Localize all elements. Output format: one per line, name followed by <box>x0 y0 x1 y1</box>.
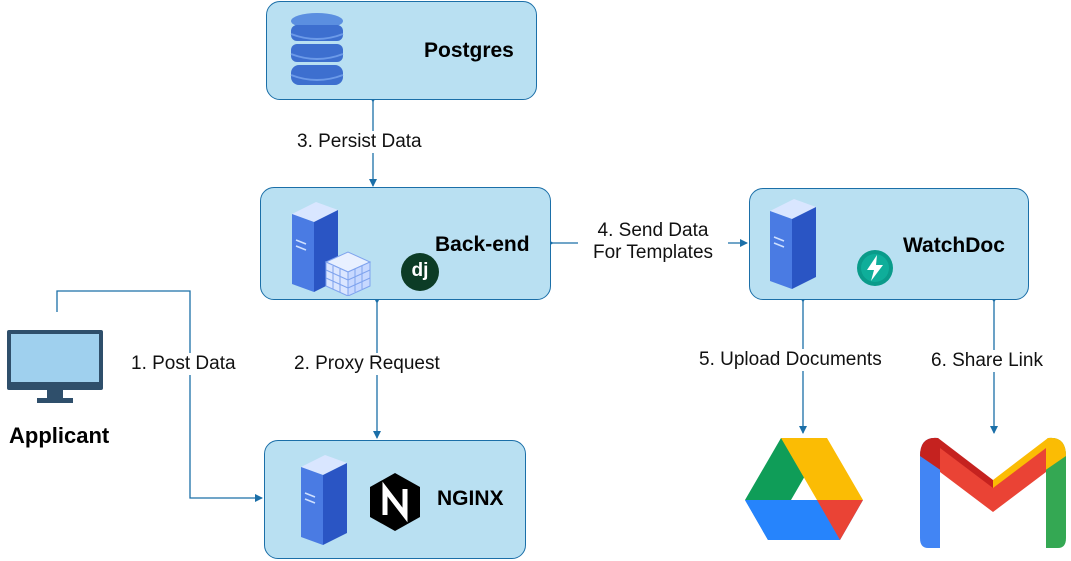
backend-node: dj Back-end <box>260 187 551 300</box>
fastapi-icon <box>857 250 893 286</box>
label-send-data-line2: For Templates <box>592 242 714 263</box>
postgres-title: Postgres <box>424 39 514 62</box>
django-icon: dj <box>401 253 439 291</box>
label-share-link: 6. Share Link <box>931 350 1043 372</box>
django-badge-text: dj <box>411 260 429 281</box>
nginx-icon <box>370 473 420 531</box>
monitor-icon <box>7 330 103 403</box>
postgres-node: Postgres <box>266 1 537 100</box>
backend-title: Back-end <box>435 233 530 256</box>
applicant-label: Applicant <box>9 423 110 448</box>
google-drive-icon <box>745 438 863 540</box>
label-persist-data: 3. Persist Data <box>297 131 422 153</box>
server-icon <box>301 455 347 545</box>
watchdoc-node: WatchDoc <box>749 188 1029 300</box>
server-icon <box>292 202 372 296</box>
watchdoc-title: WatchDoc <box>903 234 1005 257</box>
label-upload-documents: 5. Upload Documents <box>699 349 882 371</box>
server-icon <box>770 199 816 289</box>
database-icon <box>290 13 344 85</box>
label-send-data-line1: 4. Send Data <box>597 220 709 241</box>
label-proxy-request: 2. Proxy Request <box>294 353 440 375</box>
nginx-node: NGINX <box>264 440 526 559</box>
edge-post-data <box>56 290 263 502</box>
label-send-data: 4. Send Data For Templates <box>578 220 728 264</box>
label-post-data: 1. Post Data <box>131 353 236 375</box>
gmail-icon <box>920 437 1066 548</box>
nginx-title: NGINX <box>437 487 504 510</box>
